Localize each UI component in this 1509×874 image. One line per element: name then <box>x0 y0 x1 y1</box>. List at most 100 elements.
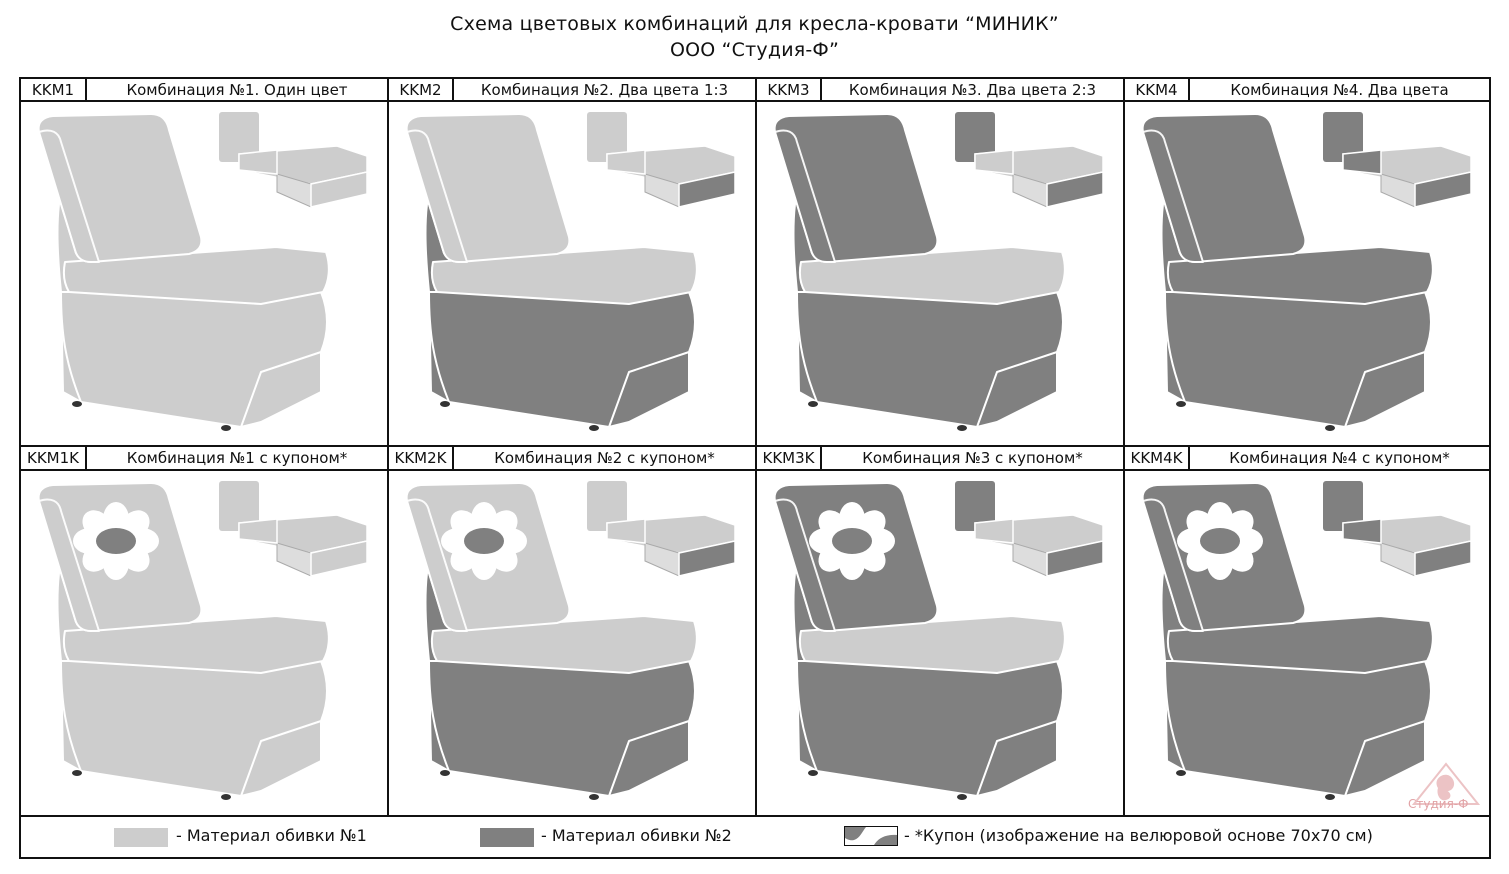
combination-code: KKM1K <box>27 449 79 467</box>
wheel <box>589 794 599 800</box>
thumb-seat <box>1342 518 1382 544</box>
seat-cushion <box>62 615 330 674</box>
thumb-base <box>678 171 736 208</box>
combination-header: Комбинация №2. Два цвета 1:3 <box>480 81 729 99</box>
chair-illustration <box>37 112 368 431</box>
wheel <box>808 770 818 776</box>
flower-center <box>96 528 136 554</box>
chair-group <box>1141 481 1472 800</box>
thumb-seat <box>974 149 1014 175</box>
backrest-side <box>1142 498 1204 632</box>
unfolded-bed-thumbnail <box>587 481 736 577</box>
code-divider <box>820 79 822 101</box>
backrest-side <box>774 129 836 263</box>
chair-illustration <box>1141 112 1472 431</box>
thumb-base <box>1414 540 1472 577</box>
thumb-back <box>1323 481 1363 531</box>
chair-front <box>428 291 696 428</box>
code-divider <box>85 79 87 101</box>
chair-front <box>60 660 328 797</box>
thumb-seat <box>974 518 1014 544</box>
column-divider <box>755 79 757 815</box>
unfolded-bed-thumbnail <box>587 112 736 208</box>
combination-code: KKM2K <box>394 449 447 467</box>
combinations-grid: KKM1 Комбинация №1. Один цвет KKM2 Комби… <box>19 77 1491 817</box>
page-subtitle: ООО “Студия-Ф” <box>669 39 840 61</box>
code-divider <box>1188 79 1190 101</box>
thumb-base <box>1046 171 1104 208</box>
thumb-back <box>955 481 995 531</box>
backrest-side <box>406 498 468 632</box>
seat-cushion <box>62 246 330 305</box>
combination-code: KKM3 <box>767 81 810 99</box>
coupon-flower-icon <box>73 502 159 580</box>
seat-cushion <box>798 246 1066 305</box>
unfolded-bed-thumbnail <box>219 481 368 577</box>
wheel <box>1325 425 1335 431</box>
thumb-seat <box>1342 149 1382 175</box>
flower-center <box>832 528 872 554</box>
coupon-swatch-icon <box>844 826 898 846</box>
seat-cushion <box>1166 246 1434 305</box>
chair-group <box>773 481 1104 800</box>
coupon-flower-icon <box>1177 502 1263 580</box>
wheel <box>221 425 231 431</box>
chair-group <box>405 112 736 431</box>
chair-illustration <box>773 112 1104 431</box>
flower-center <box>1200 528 1240 554</box>
backrest-side <box>406 129 468 263</box>
combination-header: Комбинация №2 с купоном* <box>494 449 715 467</box>
backrest-side <box>38 498 100 632</box>
combination-code: KKM4K <box>1130 449 1183 467</box>
thumb-back <box>955 112 995 162</box>
chair-front <box>1164 291 1432 428</box>
wheel <box>957 794 967 800</box>
thumb-back <box>219 112 259 162</box>
chair-front <box>796 291 1064 428</box>
chair-illustration <box>1141 481 1472 800</box>
wheel <box>1176 770 1186 776</box>
material2-swatch <box>480 828 534 847</box>
chair-group <box>37 112 368 431</box>
chair-group <box>405 481 736 800</box>
row-divider <box>21 445 1489 447</box>
seat-cushion <box>798 615 1066 674</box>
combination-code: KKM3K <box>762 449 815 467</box>
combination-header: Комбинация №1. Один цвет <box>126 81 348 99</box>
unfolded-bed-thumbnail <box>1323 112 1472 208</box>
legend-material1-label: - Материал обивки №1 <box>176 826 367 845</box>
header-underline <box>21 100 1489 102</box>
combination-header: Комбинация №4. Два цвета <box>1230 81 1449 99</box>
wheel <box>221 794 231 800</box>
thumb-base <box>1046 540 1104 577</box>
wheel <box>440 770 450 776</box>
header-underline <box>21 469 1489 471</box>
code-divider <box>1188 447 1190 470</box>
unfolded-bed-thumbnail <box>955 112 1104 208</box>
flower-center <box>464 528 504 554</box>
column-divider <box>387 79 389 815</box>
legend-material2-label: - Материал обивки №2 <box>541 826 732 845</box>
page-title: Схема цветовых комбинаций для кресла-кро… <box>450 13 1059 35</box>
thumb-seat <box>606 149 646 175</box>
chair-illustration <box>773 481 1104 800</box>
chair-front <box>796 660 1064 797</box>
chair-group <box>37 481 368 800</box>
thumb-back <box>587 481 627 531</box>
seat-cushion <box>1166 615 1434 674</box>
material1-swatch <box>114 828 168 847</box>
chair-front <box>1164 660 1432 797</box>
chair-group <box>773 112 1104 431</box>
code-divider <box>820 447 822 470</box>
thumb-base <box>310 171 368 208</box>
backrest-side <box>38 129 100 263</box>
wheel <box>1325 794 1335 800</box>
backrest-side <box>1142 129 1204 263</box>
seat-cushion <box>430 246 698 305</box>
chair-front <box>60 291 328 428</box>
coupon-flower-icon <box>441 502 527 580</box>
backrest-side <box>774 498 836 632</box>
thumb-back <box>587 112 627 162</box>
thumb-seat <box>606 518 646 544</box>
combination-code: KKM2 <box>399 81 442 99</box>
